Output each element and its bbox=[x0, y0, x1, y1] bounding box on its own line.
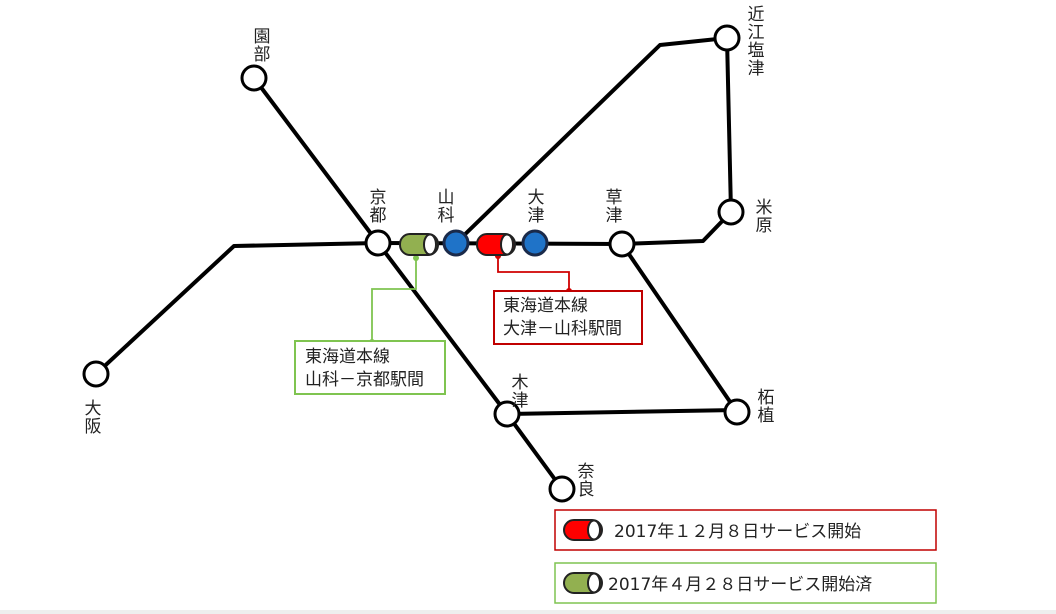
station-label-char: 近 bbox=[748, 5, 765, 25]
station-label-char: 園 bbox=[254, 27, 271, 47]
station-tsuge bbox=[723, 398, 751, 426]
red-callout-line1: 東海道本線 bbox=[503, 296, 588, 316]
label-sonobe: 園部 bbox=[254, 27, 271, 65]
legend-green-item: 2017年４月２８日サービス開始済 bbox=[554, 562, 937, 604]
station-label-char: 奈 bbox=[578, 462, 595, 482]
station-kizu bbox=[493, 400, 521, 428]
station-label-char: 米 bbox=[756, 198, 773, 218]
station-otsu bbox=[521, 229, 549, 257]
label-nara: 奈良 bbox=[578, 462, 595, 500]
station-label-char: 草 bbox=[606, 188, 623, 208]
label-maibara: 米原 bbox=[756, 198, 773, 236]
station-labels: 園部 京都 山科 大津 草津 近江塩津 米原 大阪 木津 柘植 奈良 bbox=[85, 5, 775, 500]
station-label-char: 津 bbox=[606, 206, 623, 226]
line-shiotsu-maibara bbox=[725, 36, 733, 214]
station-yamashina bbox=[442, 229, 470, 257]
label-osaka: 大阪 bbox=[85, 399, 102, 437]
station-label-char: 津 bbox=[748, 59, 765, 79]
station-omi-shiotsu bbox=[713, 24, 741, 52]
station-label-char: 山 bbox=[438, 188, 455, 208]
red-callout: 東海道本線 大津－山科駅間 bbox=[493, 290, 643, 345]
line-sonobe-kyoto-nara bbox=[252, 76, 564, 491]
label-kyoto: 京都 bbox=[370, 188, 387, 226]
station-osaka bbox=[82, 360, 110, 388]
line-osaka-kyoto bbox=[94, 241, 380, 376]
station-label-char: 原 bbox=[756, 216, 773, 236]
station-label-char: 大 bbox=[85, 399, 102, 419]
green-callout: 東海道本線 山科－京都駅間 bbox=[294, 340, 446, 395]
station-label-char: 塩 bbox=[748, 41, 765, 61]
legend-red-text: 2017年１２月８日サービス開始 bbox=[614, 522, 861, 542]
line-kusatsu-tsuge bbox=[620, 242, 739, 414]
station-maibara bbox=[717, 198, 745, 226]
station-label-char: 良 bbox=[578, 480, 595, 500]
line-kizu-tsuge bbox=[505, 408, 739, 416]
red-segment-icon bbox=[476, 233, 516, 256]
station-kyoto bbox=[364, 229, 392, 257]
station-label-char: 京 bbox=[370, 188, 387, 208]
red-callout-line2: 大津－山科駅間 bbox=[503, 319, 622, 339]
legend-red-item: 2017年１２月８日サービス開始 bbox=[554, 509, 937, 551]
station-label-char: 都 bbox=[370, 206, 387, 226]
station-label-char: 津 bbox=[528, 206, 545, 226]
station-label-char: 津 bbox=[512, 391, 529, 411]
label-kizu: 木津 bbox=[512, 373, 529, 411]
station-label-char: 科 bbox=[438, 206, 455, 226]
stations bbox=[82, 24, 751, 503]
station-nara bbox=[548, 475, 576, 503]
station-label-char: 植 bbox=[758, 406, 775, 426]
label-yamashina: 山科 bbox=[438, 188, 455, 226]
green-segment-icon bbox=[399, 233, 439, 256]
line-yamashina-shiotsu bbox=[454, 36, 729, 245]
station-label-char: 阪 bbox=[85, 417, 102, 437]
station-label-char: 部 bbox=[254, 45, 271, 65]
legend-green-text: 2017年４月２８日サービス開始済 bbox=[608, 575, 872, 595]
red-leader bbox=[497, 256, 570, 291]
line-kusatsu-maibara bbox=[620, 210, 733, 246]
green-leader bbox=[371, 258, 417, 342]
station-label-char: 江 bbox=[748, 23, 765, 43]
legend: 2017年１２月８日サービス開始 2017年４月２８日サービス開始済 bbox=[554, 509, 937, 604]
label-tsuge: 柘植 bbox=[758, 388, 775, 426]
label-otsu: 大津 bbox=[528, 188, 545, 226]
green-callout-line2: 山科－京都駅間 bbox=[305, 370, 424, 390]
legend-green-swatch-icon bbox=[563, 572, 603, 594]
label-kusatsu: 草津 bbox=[606, 188, 623, 226]
label-omi-shiotsu: 近江塩津 bbox=[748, 5, 765, 79]
station-label-char: 柘 bbox=[758, 388, 775, 408]
station-label-char: 大 bbox=[528, 188, 545, 208]
station-kusatsu bbox=[608, 230, 636, 258]
bottom-divider bbox=[0, 610, 1056, 614]
green-callout-line1: 東海道本線 bbox=[305, 347, 390, 367]
legend-red-swatch-icon bbox=[563, 519, 603, 541]
station-sonobe bbox=[240, 64, 268, 92]
station-label-char: 木 bbox=[512, 373, 529, 393]
